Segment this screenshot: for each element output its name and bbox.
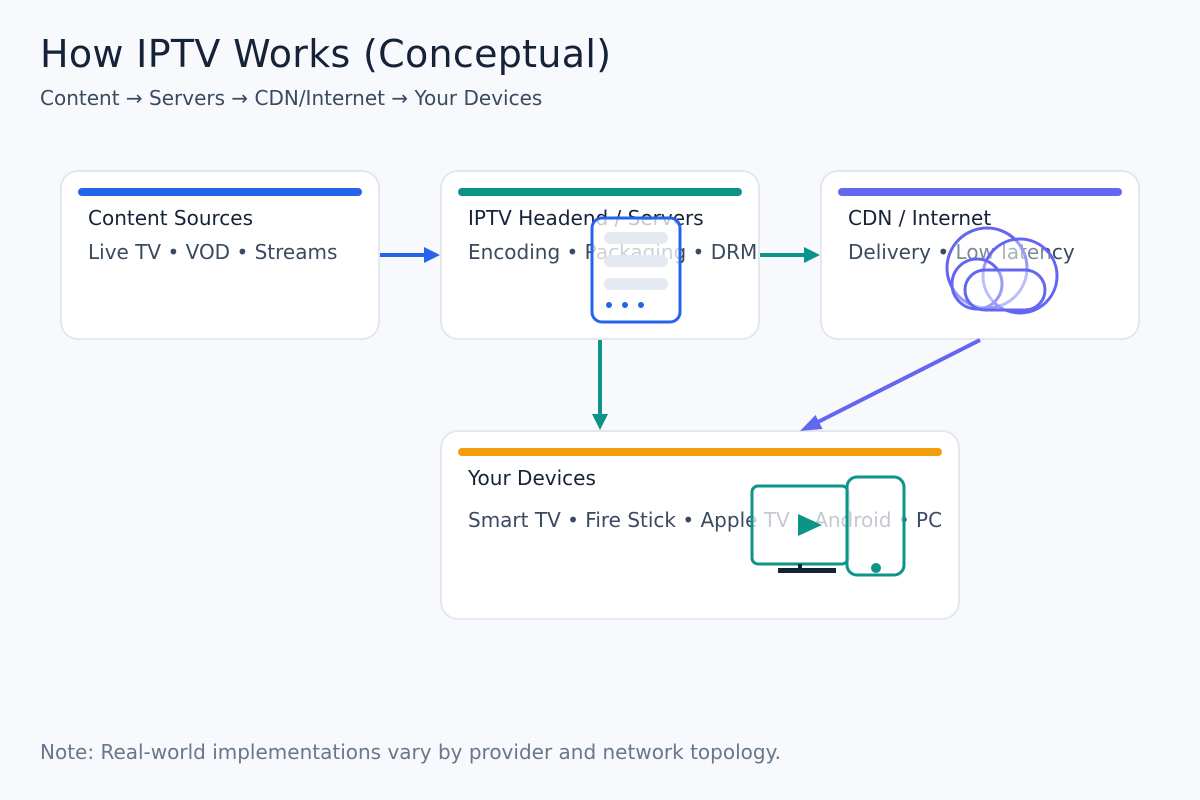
arrow-cdn-to-devices <box>800 338 981 431</box>
cdn-internet-node: CDN / Internet Delivery • Low latency <box>820 170 1140 340</box>
iptv-headend-accent-bar <box>458 188 742 196</box>
footnote: Note: Real-world implementations vary by… <box>40 740 781 764</box>
content-sources-accent-bar <box>78 188 362 196</box>
content-sources-title: Content Sources <box>88 206 254 230</box>
iptv-headend-title: IPTV Headend / Servers <box>468 206 704 230</box>
arrow-headend-to-cdn <box>760 247 820 263</box>
page-subtitle: Content → Servers → CDN/Internet → Your … <box>40 86 543 110</box>
page-title: How IPTV Works (Conceptual) <box>40 32 612 76</box>
your-devices-description: Smart TV • Fire Stick • Apple TV • Andro… <box>468 508 943 532</box>
iptv-headend-description: Encoding • Packaging • DRM <box>468 240 758 264</box>
content-sources-description: Live TV • VOD • Streams <box>88 240 338 264</box>
cdn-internet-accent-bar <box>838 188 1122 196</box>
cdn-internet-description: Delivery • Low latency <box>848 240 1075 264</box>
your-devices-node: Your Devices Smart TV • Fire Stick • App… <box>440 430 960 620</box>
arrow-sources-to-headend <box>380 247 440 263</box>
your-devices-accent-bar <box>458 448 942 456</box>
iptv-headend-node: IPTV Headend / Servers Encoding • Packag… <box>440 170 760 340</box>
cdn-internet-title: CDN / Internet <box>848 206 992 230</box>
content-sources-node: Content Sources Live TV • VOD • Streams <box>60 170 380 340</box>
your-devices-title: Your Devices <box>468 466 596 490</box>
arrow-headend-to-devices <box>592 340 608 430</box>
